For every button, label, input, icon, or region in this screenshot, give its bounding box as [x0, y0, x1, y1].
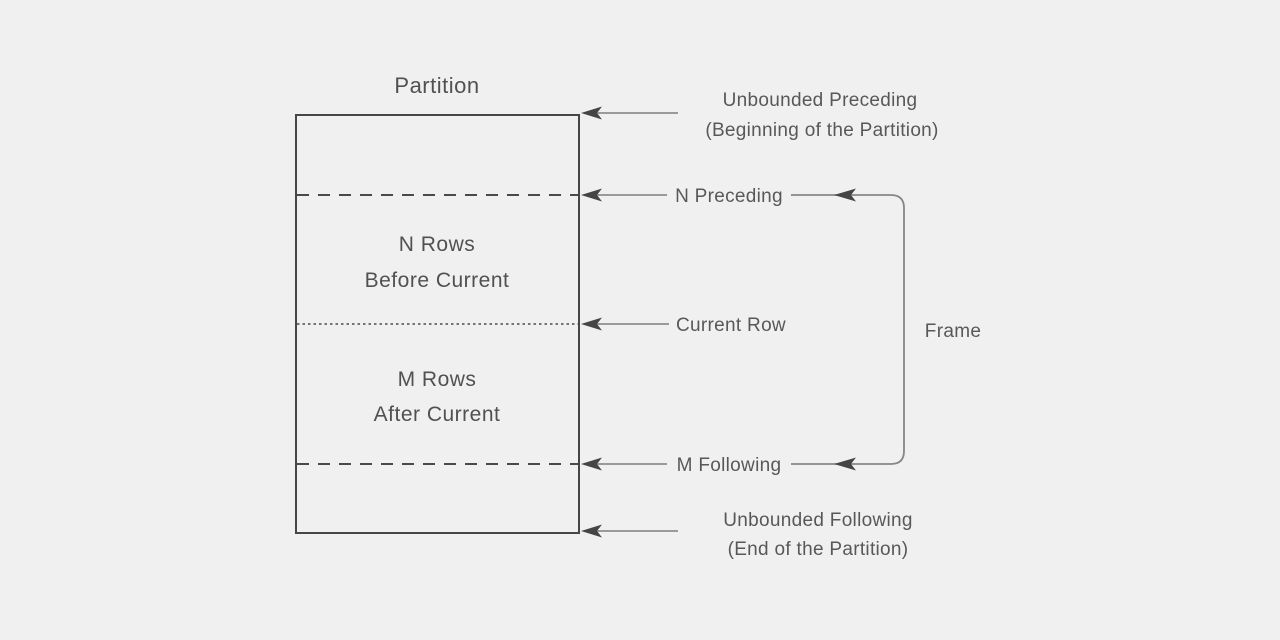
- unbounded-preceding-arrow: [581, 106, 678, 120]
- frame-label: Frame: [925, 321, 981, 342]
- partition-box: [295, 114, 580, 534]
- after-region-line2: After Current: [374, 403, 501, 426]
- unbounded-following-sublabel: (End of the Partition): [728, 539, 909, 560]
- unbounded-following-arrow: [581, 524, 678, 538]
- unbounded-following-label: Unbounded Following: [723, 510, 913, 531]
- partition-title: Partition: [394, 73, 479, 98]
- left-arrowhead-icon: [581, 188, 602, 202]
- m-following-label: M Following: [677, 455, 782, 476]
- current-row-label: Current Row: [676, 315, 786, 336]
- current-row-arrow: [581, 317, 669, 331]
- n-preceding-arrow: [581, 188, 667, 202]
- before-region-line2: Before Current: [365, 269, 510, 292]
- left-arrowhead-icon: [581, 317, 602, 331]
- n-preceding-label: N Preceding: [675, 186, 783, 207]
- left-arrowhead-icon: [581, 106, 602, 120]
- left-arrowhead-icon: [834, 188, 856, 202]
- m-following-arrow: [581, 457, 667, 471]
- left-arrowhead-icon: [581, 524, 602, 538]
- frame-bracket: [791, 188, 905, 471]
- unbounded-preceding-sublabel: (Beginning of the Partition): [705, 120, 938, 141]
- before-region-line1: N Rows: [399, 233, 476, 256]
- left-arrowhead-icon: [581, 457, 602, 471]
- after-region-line1: M Rows: [398, 368, 477, 391]
- unbounded-preceding-label: Unbounded Preceding: [723, 90, 918, 111]
- left-arrowhead-icon: [834, 457, 856, 471]
- bracket-path: [791, 194, 905, 465]
